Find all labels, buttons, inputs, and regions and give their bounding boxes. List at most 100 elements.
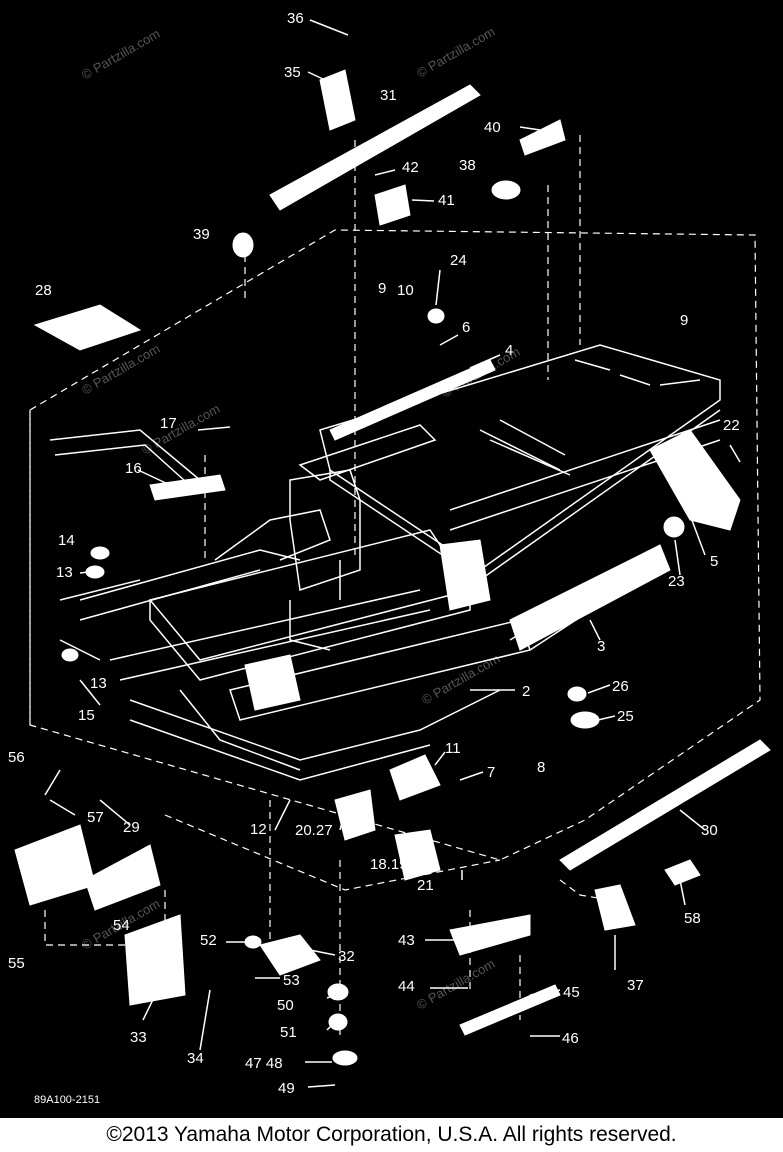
- callout-21: 21: [417, 877, 434, 894]
- callout-38: 38: [459, 157, 476, 174]
- part-11-mount: [389, 754, 441, 801]
- watermark: © Partzilla.com: [414, 24, 497, 81]
- part-28-pad: [33, 304, 142, 351]
- callout-20-27: 20.27: [295, 822, 333, 839]
- part-54-plate: [84, 844, 161, 911]
- callout-15: 15: [78, 707, 95, 724]
- callout-6: 6: [462, 319, 470, 336]
- callout-40: 40: [484, 119, 501, 136]
- callout-58: 58: [684, 910, 701, 927]
- part-16-handle: [149, 474, 226, 501]
- callout-41: 41: [438, 192, 455, 209]
- part-18-mount: [394, 829, 441, 881]
- callout-54: 54: [113, 917, 130, 934]
- part-5-bracket: [649, 429, 741, 531]
- callout-12: 12: [250, 821, 267, 838]
- callout-30: 30: [701, 822, 718, 839]
- callout-36: 36: [287, 10, 304, 27]
- part-50-nut: [327, 983, 349, 1001]
- part-40-bracket: [519, 119, 566, 156]
- part-55-cover: [14, 824, 96, 906]
- part-30-strip: [559, 739, 771, 871]
- part-13-washer: [85, 565, 105, 579]
- callout-25: 25: [617, 708, 634, 725]
- callout-17: 17: [160, 415, 177, 432]
- part-20-gasket: [334, 789, 376, 841]
- part-hole: [497, 590, 513, 600]
- callout-9: 9: [378, 280, 386, 297]
- parts: [14, 69, 771, 1066]
- watermark: © Partzilla.com: [79, 341, 162, 398]
- callout-18-19: 18.19: [370, 856, 408, 873]
- callout-39: 39: [193, 226, 210, 243]
- callout-14: 14: [58, 532, 75, 549]
- callout-26: 26: [612, 678, 629, 695]
- callout-37: 37: [627, 977, 644, 994]
- callout-50: 50: [277, 997, 294, 1014]
- part-31-strip: [269, 84, 481, 211]
- part-3-rail: [509, 544, 671, 651]
- callout-8: 8: [537, 759, 545, 776]
- part-35-bracket: [319, 69, 356, 131]
- part-37-pad: [594, 884, 636, 931]
- callout-49: 49: [278, 1080, 295, 1097]
- callout-52: 52: [200, 932, 217, 949]
- callout-43: 43: [398, 932, 415, 949]
- watermark: © Partzilla.com: [79, 26, 162, 83]
- callout-47-48: 47 48: [245, 1055, 283, 1072]
- callout-44: 44: [398, 978, 415, 995]
- callout-13: 13: [56, 564, 73, 581]
- callout-9: 9: [680, 312, 688, 329]
- phantom-outline: [29, 135, 761, 1040]
- part-39-grommet: [232, 232, 254, 258]
- watermark: © Partzilla.com: [414, 956, 497, 1013]
- drawing-code: 89A100-2151: [34, 1094, 100, 1106]
- callout-4: 4: [505, 342, 513, 359]
- part-38-grommet: [491, 180, 521, 200]
- part-41-bracket: [374, 184, 411, 226]
- callout-10: 10: [397, 282, 414, 299]
- leader-lines: [44, 19, 741, 1088]
- part-4-rail: [329, 359, 496, 441]
- callout-24: 24: [450, 252, 467, 269]
- copyright-footer: ©2013 Yamaha Motor Corporation, U.S.A. A…: [0, 1118, 783, 1152]
- callout-13: 13: [90, 675, 107, 692]
- callouts: 36 35 31 40 42 38 41 39 24 28 9 10 6 9 4…: [8, 10, 740, 1106]
- part-14-washer: [90, 546, 110, 560]
- callout-56: 56: [8, 749, 25, 766]
- callout-57: 57: [87, 809, 104, 826]
- part-48-washer: [332, 1050, 358, 1066]
- part-45-strip: [459, 984, 561, 1036]
- part-23-grommet: [663, 516, 685, 538]
- part-front-bracket: [244, 654, 301, 711]
- callout-5: 5: [710, 553, 718, 570]
- part-32-plate: [259, 934, 321, 976]
- callout-33: 33: [130, 1029, 147, 1046]
- callout-32: 32: [338, 948, 355, 965]
- part-13b-washer: [61, 648, 79, 662]
- callout-23: 23: [668, 573, 685, 590]
- part-58-pad: [664, 859, 701, 886]
- callout-28: 28: [35, 282, 52, 299]
- callout-46: 46: [562, 1030, 579, 1047]
- part-engine-mount: [439, 539, 491, 611]
- callout-11: 11: [445, 740, 461, 757]
- callout-55: 55: [8, 955, 25, 972]
- callout-34: 34: [187, 1050, 204, 1067]
- part-hole: [575, 374, 605, 386]
- part-51-collar: [328, 1013, 348, 1031]
- callout-2: 2: [522, 683, 530, 700]
- callout-35: 35: [284, 64, 301, 81]
- callout-7: 7: [487, 764, 495, 781]
- part-hole: [620, 394, 640, 406]
- part-25-link: [570, 711, 600, 729]
- callout-45: 45: [563, 984, 580, 1001]
- part-26-nut: [567, 686, 587, 702]
- callout-3: 3: [597, 638, 605, 655]
- callout-31: 31: [380, 87, 397, 104]
- part-33-plate: [124, 914, 186, 1006]
- callout-22: 22: [723, 417, 740, 434]
- callout-16: 16: [125, 460, 142, 477]
- callout-53: 53: [283, 972, 300, 989]
